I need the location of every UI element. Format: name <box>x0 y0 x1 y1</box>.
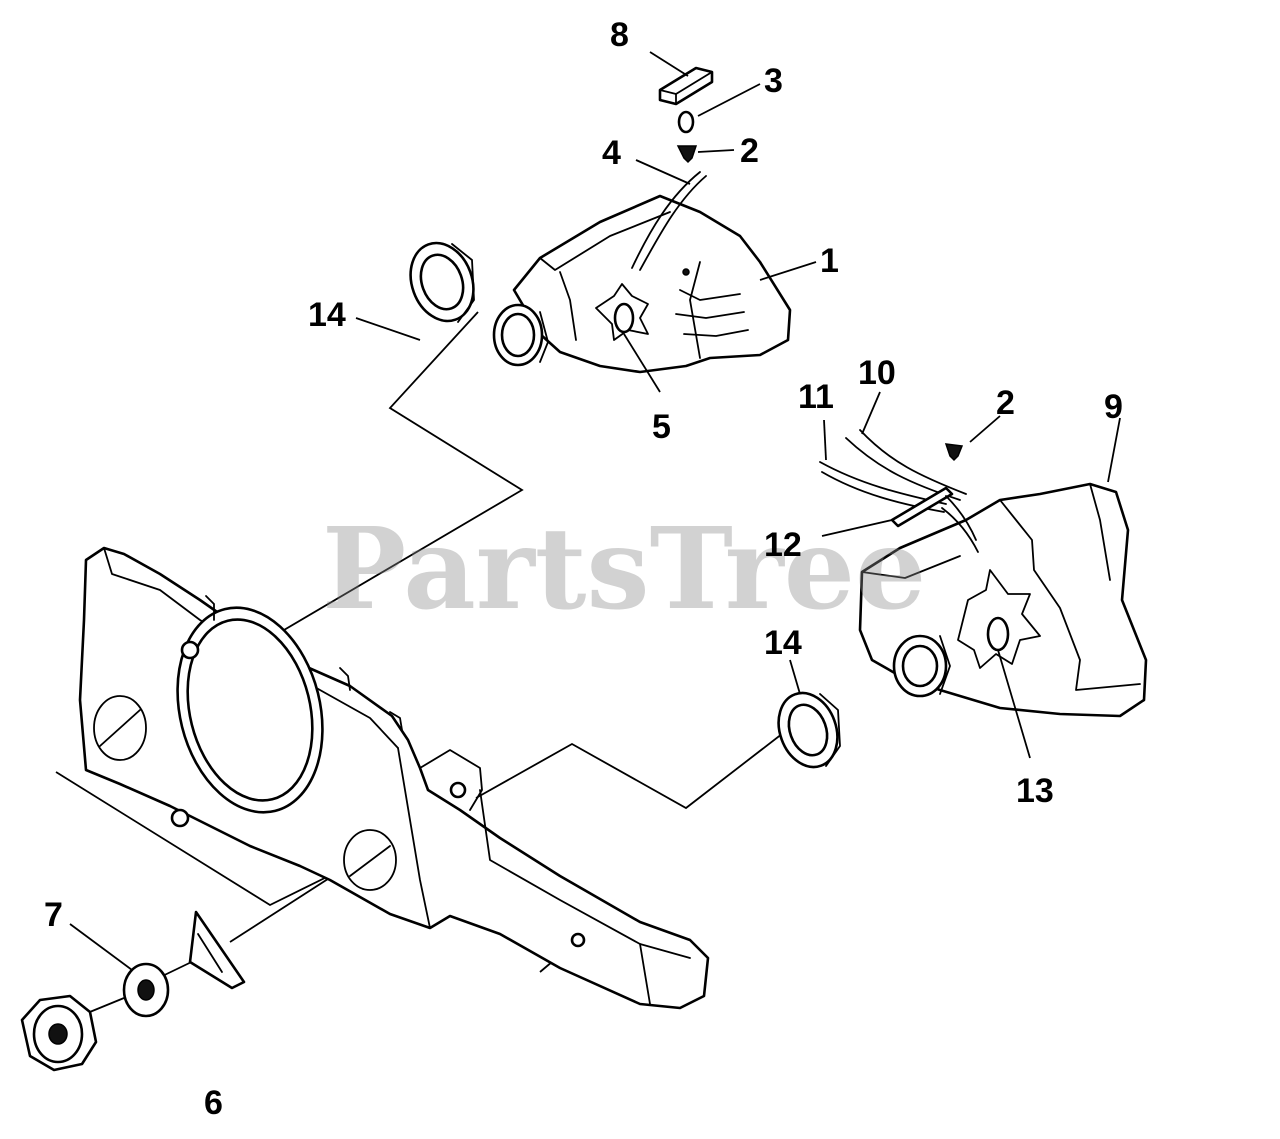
hose-part-4 <box>631 171 707 271</box>
callout-5: 5 <box>652 408 671 446</box>
callout-2-lower: 2 <box>996 384 1015 422</box>
plug-part-2-lower <box>944 443 964 462</box>
callout-3: 3 <box>764 62 783 100</box>
callout-9: 9 <box>1104 388 1123 426</box>
callout-8: 8 <box>610 16 629 54</box>
ring-part-3 <box>677 110 695 134</box>
callout-7: 7 <box>44 896 63 934</box>
callout-10: 10 <box>858 354 896 392</box>
callout-4: 4 <box>602 134 621 172</box>
seal-part-14-upper <box>409 241 475 323</box>
callout-14-upper: 14 <box>308 296 346 334</box>
oil-tank-part-1 <box>492 194 792 374</box>
callout-11: 11 <box>798 378 834 416</box>
callout-2-upper: 2 <box>740 132 759 170</box>
callout-labels: 8 3 2 4 1 14 5 11 10 2 9 12 14 13 7 6 <box>44 16 1123 1122</box>
callout-6: 6 <box>204 1084 223 1122</box>
fuel-tank-part-9 <box>858 482 1148 718</box>
callout-13: 13 <box>1016 772 1054 810</box>
callout-12: 12 <box>764 526 802 564</box>
watermark: PartsTree <box>322 504 926 635</box>
main-housing <box>78 546 710 1010</box>
plug-part-2-upper <box>676 145 698 164</box>
seal-part-14-lower <box>777 691 841 769</box>
callout-14-lower: 14 <box>764 624 802 662</box>
clip-part-12 <box>890 486 977 541</box>
washer-part-7 <box>122 962 170 1018</box>
callout-1: 1 <box>820 242 839 280</box>
plate-part-6 <box>188 910 246 990</box>
callout-leaders <box>69 51 1121 971</box>
nut-part-6 <box>20 994 98 1072</box>
filter-part-8 <box>658 66 714 106</box>
